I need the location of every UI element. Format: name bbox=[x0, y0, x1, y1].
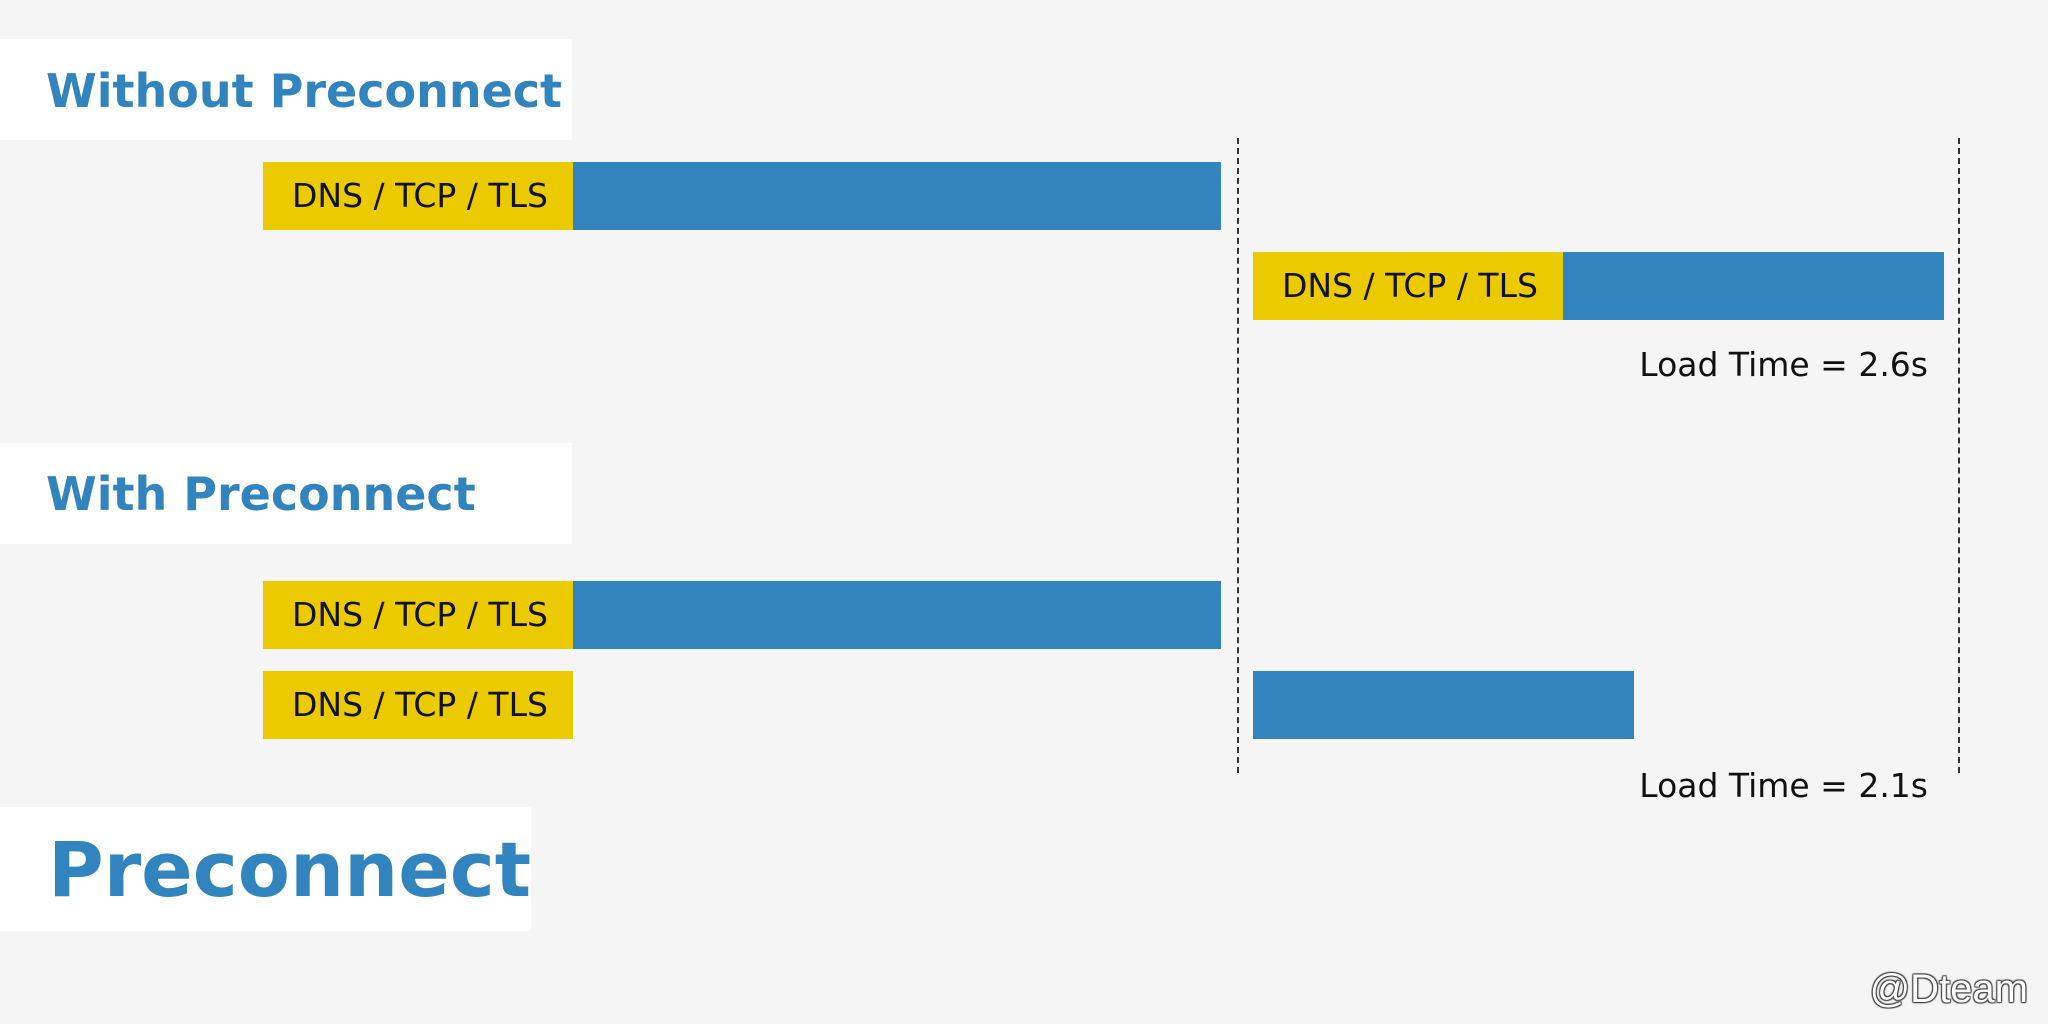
connection-bar-1: DNS / TCP / TLS bbox=[263, 162, 573, 230]
connection-bar-3: DNS / TCP / TLS bbox=[263, 581, 573, 649]
title-panel bbox=[0, 807, 531, 931]
page-title: Preconnect bbox=[48, 825, 532, 914]
without-preconnect-header-panel bbox=[0, 39, 572, 140]
with-preconnect-heading: With Preconnect bbox=[46, 467, 476, 521]
timeline-marker-middle bbox=[1237, 138, 1239, 773]
download-bar-2 bbox=[1563, 252, 1944, 320]
connection-bar-2: DNS / TCP / TLS bbox=[1253, 252, 1563, 320]
download-bar-1 bbox=[573, 162, 1221, 230]
load-time-with-preconnect: Load Time = 2.1s bbox=[1639, 766, 1928, 805]
connection-bar-4: DNS / TCP / TLS bbox=[263, 671, 573, 739]
watermark: @Dteam bbox=[1869, 967, 2028, 1011]
load-time-without-preconnect: Load Time = 2.6s bbox=[1639, 345, 1928, 384]
download-bar-3 bbox=[573, 581, 1221, 649]
download-bar-4 bbox=[1253, 671, 1634, 739]
without-preconnect-heading: Without Preconnect bbox=[46, 64, 563, 118]
timeline-marker-end bbox=[1958, 138, 1960, 773]
with-preconnect-header-panel bbox=[0, 443, 572, 544]
